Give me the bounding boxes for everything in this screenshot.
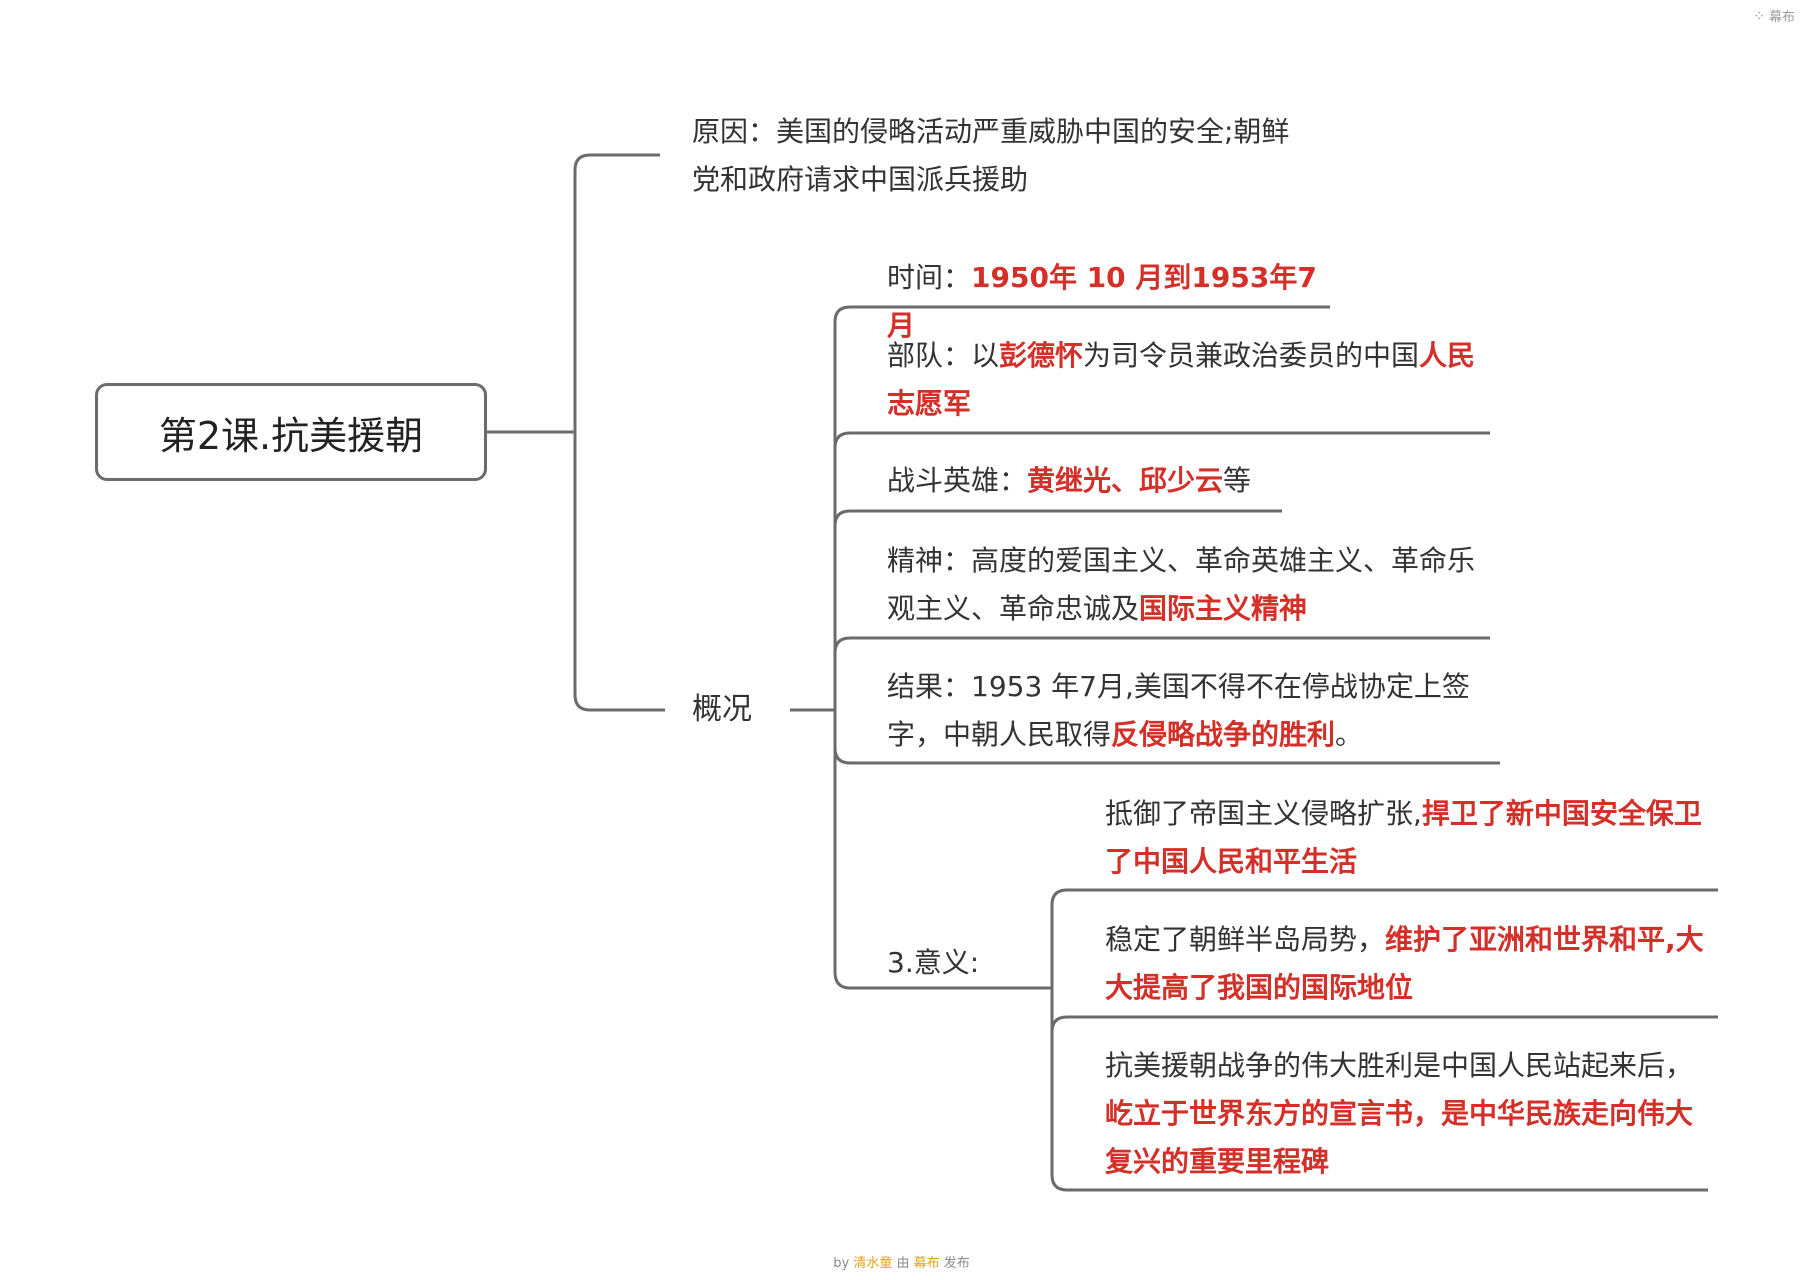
footer-author[interactable]: 清水童: [853, 1256, 893, 1271]
footer-platform[interactable]: 幕布: [913, 1256, 940, 1271]
topic-sig-item3[interactable]: 抗美援朝战争的伟大胜利是中国人民站起来后， 屹立于世界东方的宣言书，是中华民族走向…: [1105, 1042, 1715, 1186]
connector-sig-item2: [1050, 1015, 1718, 1033]
footer-via: 由: [892, 1256, 914, 1271]
topic-sig-item2-hl: 维护了亚洲和世界和平,大大提高了我国的国际地位: [1105, 923, 1704, 1004]
topic-sig-item2[interactable]: 稳定了朝鲜半岛局势，维护了亚洲和世界和平,大大提高了我国的国际地位: [1105, 916, 1725, 1012]
topic-time-prefix: 时间：: [887, 261, 972, 294]
topic-cause[interactable]: 原因：美国的侵略活动严重威胁中国的安全;朝鲜党和政府请求中国派兵援助: [692, 108, 1312, 204]
connector-troops: [833, 431, 1490, 449]
topic-sig-item1[interactable]: 抵御了帝国主义侵略扩张,捍卫了新中国安全保卫了中国人民和平生活: [1105, 790, 1725, 886]
footer-publish: 发布: [939, 1256, 970, 1271]
footer-by: by: [833, 1256, 854, 1271]
footer-credit: by 清水童 由 幕布 发布: [0, 1252, 1803, 1271]
topic-heroes-names: 黄继光、邱少云: [1027, 464, 1224, 497]
topic-time[interactable]: 时间：1950年 10 月到1953年7月: [887, 254, 1327, 350]
topic-sig-item1-prefix: 抵御了帝国主义侵略扩张,: [1105, 797, 1422, 830]
topic-cause-text: 原因：美国的侵略活动严重威胁中国的安全;朝鲜党和政府请求中国派兵援助: [692, 115, 1290, 196]
topic-significance[interactable]: 3.意义:: [887, 939, 979, 987]
topic-troops[interactable]: 部队：以彭德怀为司令员兼政治委员的中国人民志愿军: [887, 332, 1487, 428]
topic-result[interactable]: 结果：1953 年7月,美国不得不在停战协定上签字，中朝人民取得反侵略战争的胜利…: [887, 663, 1497, 759]
topic-spirit-hl: 国际主义精神: [1139, 592, 1308, 625]
connector-heroes: [833, 509, 1282, 527]
topic-sig-item3-prefix: 抗美援朝战争的伟大胜利是中国人民站起来后，: [1105, 1049, 1694, 1082]
mubu-logo-icon: ⁘: [1753, 9, 1765, 25]
topic-overview[interactable]: 概况: [692, 686, 752, 734]
root-topic-label: 第2课.抗美援朝: [158, 413, 424, 458]
topic-spirit[interactable]: 精神：高度的爱国主义、革命英雄主义、革命乐观主义、革命忠诚及国际主义精神: [887, 537, 1487, 633]
topic-sig-item3-hl: 屹立于世界东方的宣言书，是中华民族走向伟大复兴的重要里程碑: [1105, 1097, 1694, 1178]
topic-time-value: 1950年 10 月到1953年7月: [887, 261, 1317, 342]
topic-heroes-suffix: 等: [1223, 464, 1252, 497]
brand-mark: ⁘幕布: [1753, 9, 1795, 25]
topic-result-suffix: 。: [1335, 718, 1364, 751]
connector-level1: [573, 153, 665, 712]
root-topic[interactable]: 第2课.抗美援朝: [95, 383, 487, 481]
topic-result-prefix: 结果：1953 年7月,美国不得不在停战协定上签字，中朝人民取得: [887, 670, 1470, 751]
topic-heroes[interactable]: 战斗英雄：黄继光、邱少云等: [887, 457, 1287, 505]
topic-troops-commander: 彭德怀: [999, 339, 1084, 372]
topic-troops-mid: 为司令员兼政治委员的中国: [1083, 339, 1420, 372]
topic-significance-label: 3.意义:: [887, 946, 980, 979]
topic-sig-item1-hl: 捍卫了新中国安全保卫了中国人民和平生活: [1105, 797, 1702, 878]
topic-troops-army: 人民志愿军: [887, 339, 1476, 420]
topic-overview-label: 概况: [692, 692, 752, 727]
connector-spirit: [833, 636, 1490, 654]
topic-heroes-prefix: 战斗英雄：: [887, 464, 1028, 497]
topic-sig-item2-prefix: 稳定了朝鲜半岛局势，: [1105, 923, 1386, 956]
topic-result-hl: 反侵略战争的胜利: [1111, 718, 1336, 751]
topic-spirit-prefix: 精神：高度的爱国主义、革命英雄主义、革命乐观主义、革命忠诚及: [887, 544, 1476, 625]
topic-troops-prefix: 部队：以: [887, 339, 1000, 372]
